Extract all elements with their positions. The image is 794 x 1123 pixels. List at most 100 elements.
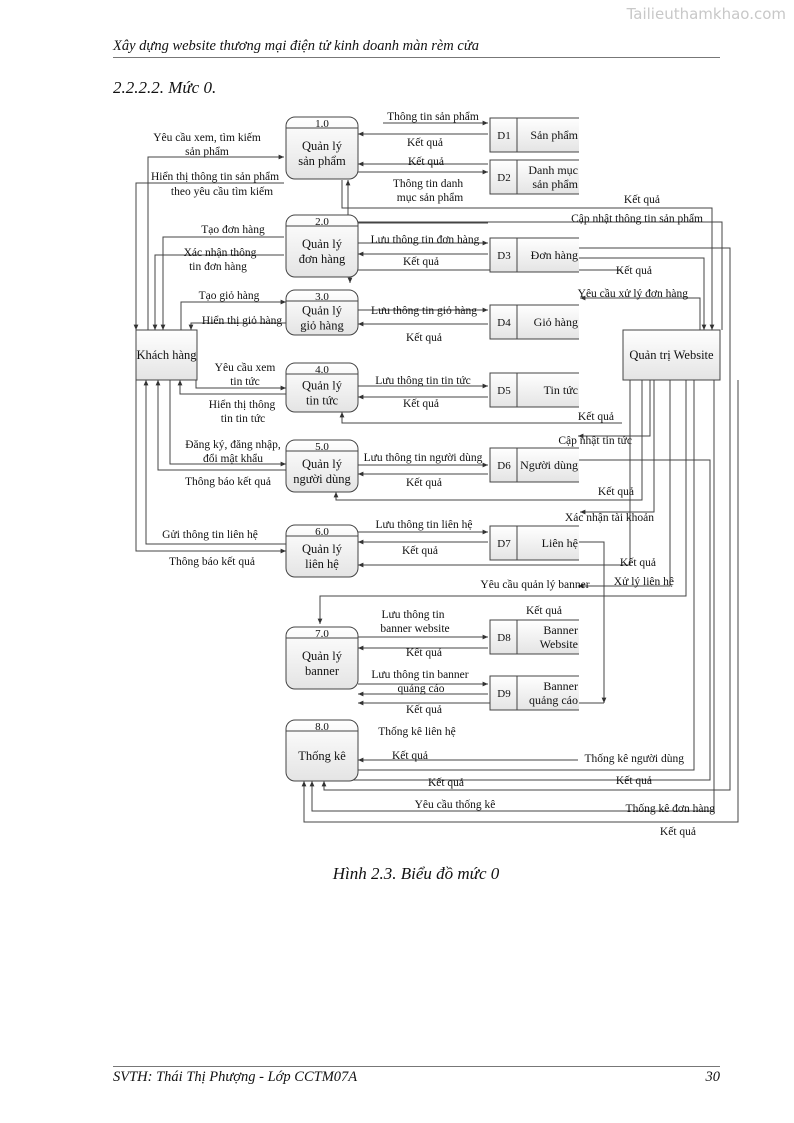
running-header: Xây dựng website thương mại điện tử kinh… [113, 38, 479, 54]
data-store-name: Banner [543, 679, 578, 693]
flow-label: Tạo đơn hàng [201, 224, 265, 236]
external-entity-label: Quản trị Website [629, 348, 714, 362]
flow-label: Kết quả [526, 604, 562, 617]
process-name: Quản lý [302, 237, 343, 251]
process-name: Quản lý [302, 457, 343, 471]
data-store-fill [490, 118, 579, 152]
flow-label: Xác nhận tài khoản [565, 512, 654, 524]
flow-label: Hiển thị thông tin sản phẩm [151, 170, 279, 183]
flow-label: Thông tin sản phẩm [387, 110, 479, 123]
flow-label: Cập nhật tin tức [558, 435, 632, 447]
data-flow-arrow [147, 154, 284, 330]
data-store-id: D3 [497, 250, 511, 262]
data-flow-arrow [152, 254, 284, 330]
data-store-border [489, 159, 579, 195]
process-name: sản phẩm [298, 154, 346, 168]
process-box [285, 626, 359, 690]
flow-label: banner website [380, 623, 449, 635]
flow-label: Kết quả [406, 646, 442, 659]
data-store-name: Banner [543, 623, 578, 637]
flow-label: Xử lý liên hệ [614, 576, 674, 588]
flow-label: Hiển thị thông [209, 398, 276, 411]
flow-label: Yêu cầu thống kê [415, 798, 496, 811]
flow-label: Thông báo kết quả [169, 555, 255, 568]
watermark: Tailieuthamkhao.com [626, 5, 786, 23]
flow-label: Kết quả [403, 397, 439, 410]
data-flow-arrow [309, 380, 715, 812]
flow-label: Kết quả [578, 410, 614, 423]
flow-label: Kết quả [407, 136, 443, 149]
flow-label: Lưu thông tin giỏ hàng [371, 305, 477, 317]
process-number: 4.0 [315, 364, 329, 376]
data-flow-arrow [188, 322, 286, 330]
process-box [285, 116, 359, 180]
flow-label: Lưu thông tin đơn hàng [371, 234, 480, 246]
process-name: liên hệ [305, 557, 339, 571]
flow-label: đổi mật khẩu [203, 452, 263, 465]
data-flow-arrow [358, 380, 631, 568]
data-store-name: Giỏ hàng [534, 315, 578, 329]
data-flow-arrow [195, 380, 286, 391]
process-number: 2.0 [315, 216, 329, 228]
data-flow-arrow [578, 541, 607, 703]
data-flow-arrow [143, 380, 286, 545]
flow-label: Yêu cầu xem, tìm kiếm [153, 131, 261, 144]
data-store-id: D9 [497, 688, 511, 700]
flow-label: Kết quả [402, 544, 438, 557]
data-flow-arrow [133, 182, 284, 330]
flow-label: Kết quả [403, 255, 439, 268]
flow-label: theo yêu cầu tìm kiếm [171, 185, 273, 198]
flow-label: Thống kê người dùng [584, 752, 684, 765]
flow-label: Kết quả [406, 476, 442, 489]
flow-label: Gửi thông tin liên hệ [162, 529, 258, 541]
flow-label: Lưu thông tin liên hệ [376, 519, 473, 531]
process-number: 1.0 [315, 118, 329, 130]
data-store-border [489, 447, 579, 483]
process-name: giỏ hàng [300, 319, 344, 333]
data-store-fill [490, 448, 579, 482]
process-box [285, 362, 359, 413]
process-name: người dùng [293, 472, 351, 486]
data-store-name: Sản phẩm [530, 128, 578, 142]
data-store-name: Người dùng [520, 458, 578, 472]
flow-label: Lưu thông tin banner [371, 669, 468, 681]
footer-divider [113, 1066, 720, 1067]
data-flow-arrow [155, 380, 286, 471]
data-store-id: D8 [497, 632, 511, 644]
data-flow-arrow [339, 412, 622, 424]
data-flow-arrow [135, 380, 286, 554]
data-flow-arrow [578, 380, 671, 589]
flow-label: mục sản phẩm [397, 191, 463, 204]
flow-label: Kết quả [660, 825, 696, 838]
data-flow-arrow [578, 380, 651, 439]
data-store-name: Website [540, 637, 578, 651]
data-store-name: Đơn hàng [531, 248, 578, 262]
process-name: Quản lý [302, 139, 343, 153]
flow-label: Yêu cầu xem [215, 361, 276, 374]
external-entity-box [622, 329, 721, 381]
header-divider [113, 57, 720, 58]
process-box [285, 214, 359, 278]
process-name: banner [305, 664, 340, 678]
process-name: tin tức [306, 394, 339, 408]
flow-label: Tạo giỏ hàng [199, 290, 260, 302]
data-store-name: Danh mục [528, 163, 578, 177]
flow-label: Kết quả [406, 331, 442, 344]
data-flow-arrow [345, 180, 723, 330]
data-store-name: sản phẩm [532, 177, 578, 191]
flow-label: Thông báo kết quả [185, 475, 271, 488]
section-title: 2.2.2.2. Mức 0. [113, 78, 217, 97]
flow-label: Lưu thông tin tin tức [375, 375, 471, 387]
flow-label: Kết quả [392, 749, 428, 762]
flow-label: Kết quả [620, 556, 656, 569]
data-store-id: D6 [497, 460, 511, 472]
data-store-border [489, 304, 579, 340]
flow-label: Kết quả [408, 155, 444, 168]
data-store-name: Tin tức [544, 383, 578, 397]
data-store-fill [490, 526, 579, 560]
flow-label: tin tức [230, 376, 260, 388]
